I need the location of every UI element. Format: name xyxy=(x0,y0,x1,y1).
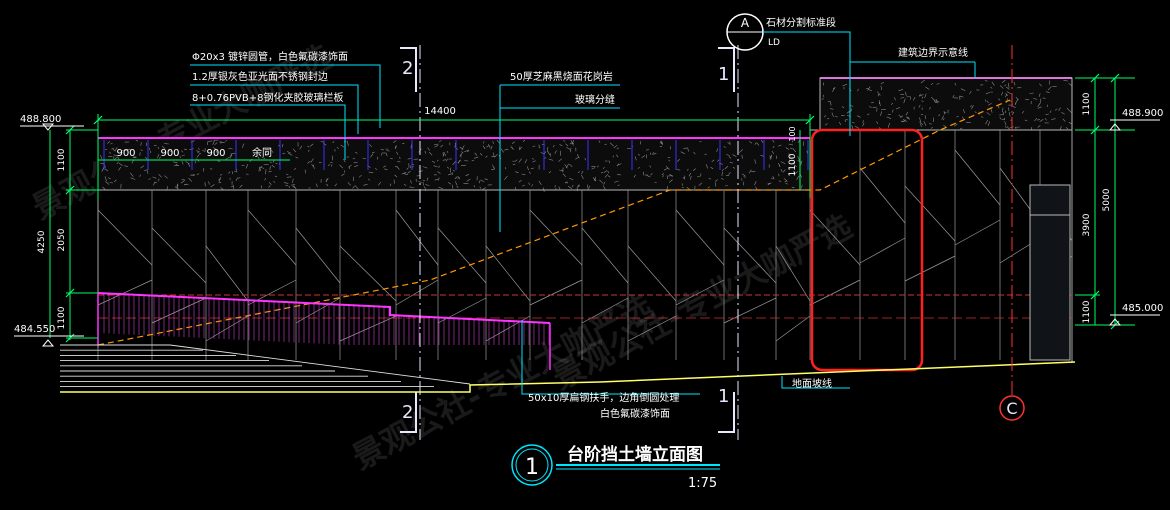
title-detail-number: 1 xyxy=(525,455,539,480)
dim-right-cap: 1100 xyxy=(1082,92,1092,115)
note-stone-datum: 石材分割标准段 xyxy=(766,16,836,29)
section-label-1-bottom: 1 xyxy=(718,386,729,407)
dim-right-mid: 3900 xyxy=(1082,213,1092,236)
leader-lines xyxy=(190,61,976,395)
drawing-title-block: 1 台阶挡土墙立面图 1:75 xyxy=(511,444,720,491)
granite-hatch xyxy=(821,79,1072,131)
drawing-scale: 1:75 xyxy=(688,476,717,491)
slope-dashed-line xyxy=(97,99,1011,346)
detail-reference: A LD xyxy=(726,13,851,136)
dim-right-total: 5000 xyxy=(1102,188,1112,211)
watermark-text: 景观公社-专业大咖严选 xyxy=(26,37,338,227)
section-cut-2: 2 2 xyxy=(400,45,421,440)
note-building-line: 建筑边界示意线 xyxy=(898,46,968,59)
note-glass-joint: 玻璃分缝 xyxy=(575,93,615,106)
glass-railing xyxy=(97,292,551,370)
level-right-top: 488.900 xyxy=(1122,108,1163,119)
note-rail-glass: 8+0.76PVB+8钢化夹胶玻璃栏板 xyxy=(192,91,343,104)
stone-cap-right xyxy=(819,77,1073,131)
ground-line xyxy=(60,361,1076,393)
level-left-bottom: 484.550 xyxy=(14,324,55,335)
dim-left-cap: 1100 xyxy=(57,148,67,171)
wall-body xyxy=(97,77,1073,362)
note-rail-edge: 1.2厚银灰色亚光面不锈钢封边 xyxy=(192,70,328,83)
stone-joint-pattern xyxy=(97,130,1073,360)
note-ground-line: 地面坡线 xyxy=(792,377,832,390)
section-label-2-bottom: 2 xyxy=(402,402,413,423)
axis-label-c: C xyxy=(1006,399,1017,418)
section-label-1-top: 1 xyxy=(718,64,729,85)
dim-panel: 900 xyxy=(206,148,225,159)
drawing-title: 台阶挡土墙立面图 xyxy=(567,444,703,465)
dim-left-total: 4250 xyxy=(37,230,47,253)
dim-pier-top: 100 xyxy=(788,126,797,141)
stone-datum-highlight xyxy=(810,128,924,372)
dim-panel-rest: 余同 xyxy=(252,146,272,159)
note-handrail-1: 50x10厚扁钢扶手，边角倒圆处理 xyxy=(528,391,679,404)
dim-length: 14400 xyxy=(424,106,456,117)
section-label-2-top: 2 xyxy=(402,58,413,79)
dim-pier-cap: 1100 xyxy=(788,153,798,176)
dimension-lines xyxy=(49,77,1135,340)
section-cut-1: 1 1 xyxy=(718,45,739,440)
note-granite: 50厚芝麻黑烧面花岗岩 xyxy=(510,70,613,83)
level-marks: 488.800 484.550 488.900 485.000 xyxy=(14,108,1163,347)
note-rail-tube: Φ20x3 镀锌圆管，白色氟碳漆饰面 xyxy=(192,50,348,63)
dim-panel: 900 xyxy=(160,148,179,159)
granite-hatch xyxy=(100,139,808,192)
building-opening xyxy=(1029,184,1071,361)
note-handrail-2: 白色氟碳漆饰面 xyxy=(600,407,670,420)
detail-ref-bottom: LD xyxy=(768,38,780,48)
detail-ref-top: A xyxy=(741,16,750,30)
axis-c: C xyxy=(999,45,1025,421)
dim-left-mid: 2050 xyxy=(57,228,67,251)
stone-cap-left xyxy=(97,137,811,192)
level-right-bottom: 485.000 xyxy=(1122,303,1163,314)
steps xyxy=(60,344,471,388)
dim-right-low: 1100 xyxy=(1082,300,1092,323)
dim-panel: 900 xyxy=(116,148,135,159)
railing-balusters xyxy=(103,293,550,345)
dim-left-low: 1100 xyxy=(57,306,67,329)
level-left-top: 488.800 xyxy=(20,114,61,125)
